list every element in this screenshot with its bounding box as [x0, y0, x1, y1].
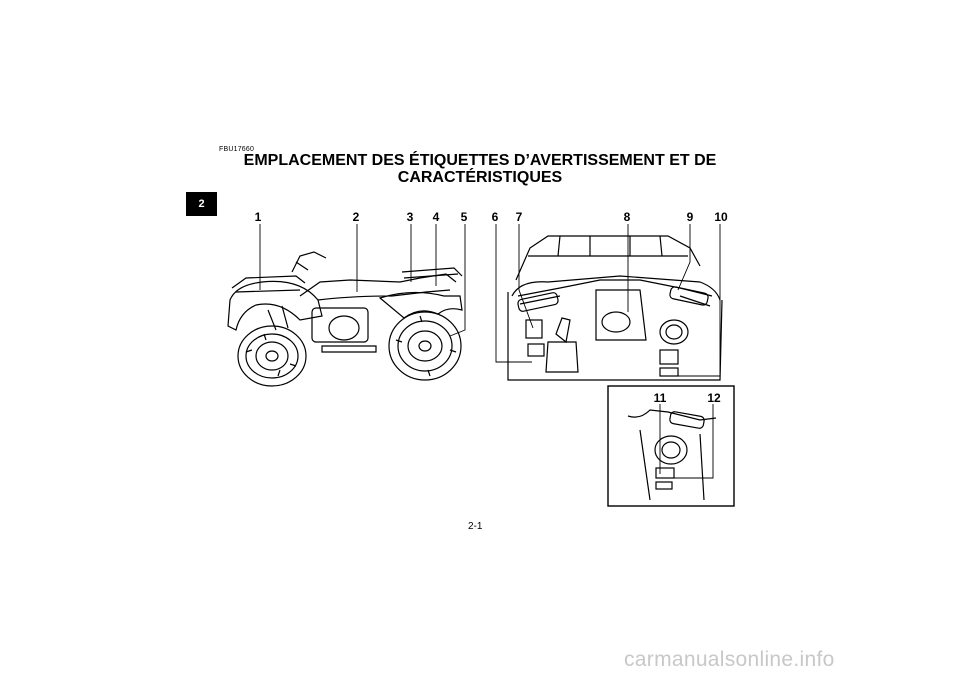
callout-10: 10: [714, 210, 728, 224]
callout-leaders: [259, 224, 721, 479]
callout-9: 9: [686, 210, 694, 224]
callout-8: 8: [623, 210, 631, 224]
callout-6: 6: [491, 210, 499, 224]
title-line-1: EMPLACEMENT DES ÉTIQUETTES D’AVERTISSEME…: [243, 152, 717, 169]
atv-rider-view: [507, 235, 723, 381]
callout-5: 5: [460, 210, 468, 224]
callout-11: 11: [653, 391, 667, 405]
site-watermark[interactable]: carmanualsonline.info: [624, 648, 835, 671]
callout-12: 12: [707, 391, 721, 405]
inset-detail: [607, 385, 735, 507]
page-number: 2-1: [468, 521, 483, 532]
callout-1: 1: [254, 210, 262, 224]
reference-code: FBU17660: [219, 146, 255, 153]
chapter-tab: 2: [186, 192, 217, 216]
callout-4: 4: [432, 210, 440, 224]
callout-2: 2: [352, 210, 360, 224]
atv-side-view: [227, 251, 463, 387]
callout-3: 3: [406, 210, 414, 224]
page-title: EMPLACEMENT DES ÉTIQUETTES D’AVERTISSEME…: [230, 152, 730, 186]
title-line-2: CARACTÉRISTIQUES: [397, 169, 563, 186]
callout-7: 7: [515, 210, 523, 224]
